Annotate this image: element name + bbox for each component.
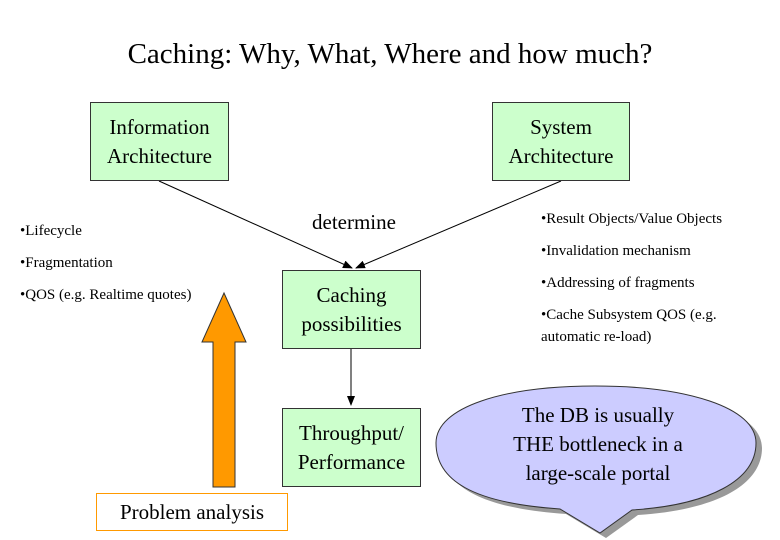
right-bullet-list: •Result Objects/Value Objects •Invalidat… xyxy=(541,208,746,358)
system-architecture-line-2: Architecture xyxy=(508,144,614,168)
callout-line: THE bottleneck in a xyxy=(513,432,683,456)
information-architecture-line-1: Information xyxy=(109,115,210,139)
left-bullet-item: •Fragmentation xyxy=(20,255,113,271)
system-architecture-line-1: System xyxy=(530,115,592,139)
throughput-performance-line-2: Performance xyxy=(297,450,406,474)
speech-bubble-body xyxy=(435,385,757,534)
left-bullet-list: •Lifecycle •Fragmentation •QOS (e.g. Rea… xyxy=(20,220,220,316)
caching-possibilities-line-2: possibilities xyxy=(301,312,402,336)
info-to-caching-arrow xyxy=(158,180,353,269)
slide-title: Caching: Why, What, Where and how much? xyxy=(127,38,653,70)
right-bullet-item: •Cache Subsystem QOS (e.g. automatic re-… xyxy=(541,307,717,345)
determine-label: determine xyxy=(312,210,396,234)
caching-possibilities-line-1: Caching xyxy=(316,283,387,307)
right-bullet-item: •Addressing of fragments xyxy=(541,275,695,291)
information-architecture-box: Information Architecture xyxy=(90,102,229,181)
speech-bubble-icon xyxy=(435,385,762,538)
caching-possibilities-box: Caching possibilities xyxy=(282,270,421,349)
callout-text: The DB is usually THE bottleneck in a la… xyxy=(478,401,718,488)
callout-line: The DB is usually xyxy=(521,403,675,427)
problem-analysis-box: Problem analysis xyxy=(96,493,288,531)
callout-line: large-scale portal xyxy=(525,461,671,485)
throughput-performance-line-1: Throughput/ xyxy=(299,421,404,445)
right-bullet-item: •Invalidation mechanism xyxy=(541,243,691,259)
left-bullet-item: •Lifecycle xyxy=(20,223,82,239)
information-architecture-line-2: Architecture xyxy=(107,144,212,168)
orange-up-arrow-icon xyxy=(201,291,247,488)
throughput-performance-box: Throughput/ Performance xyxy=(282,408,421,487)
system-to-caching-arrow xyxy=(355,180,562,269)
left-bullet-item: •QOS (e.g. Realtime quotes) xyxy=(20,287,192,303)
right-bullet-item: •Result Objects/Value Objects xyxy=(541,211,723,227)
system-architecture-box: System Architecture xyxy=(492,102,630,181)
